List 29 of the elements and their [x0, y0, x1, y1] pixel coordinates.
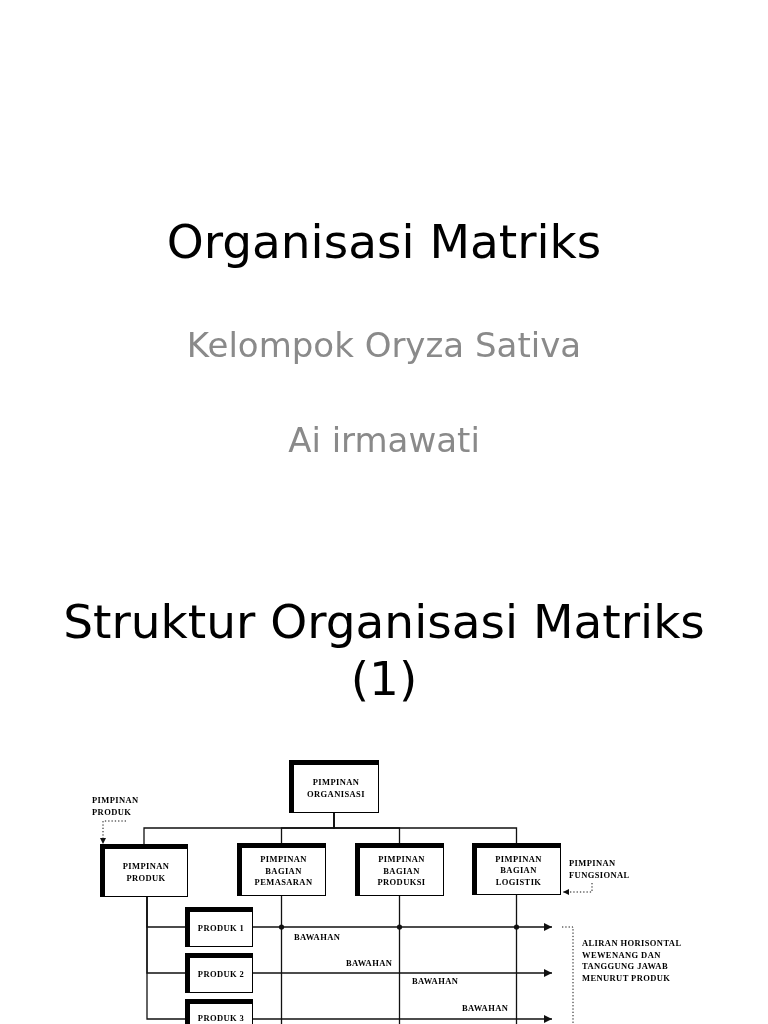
slide-title: Organisasi Matriks: [166, 213, 602, 270]
author-name: Ai irmawati: [288, 420, 480, 461]
arrow: [252, 969, 553, 977]
subtitle: Kelompok Oryza Sativa: [186, 325, 582, 366]
annotation-label: PIMPINAN FUNGSIONAL: [569, 858, 633, 881]
annotation-label: PIMPINAN PRODUK: [92, 795, 144, 818]
line-label: BAWAHAN: [346, 958, 393, 970]
connector-line: [515, 894, 518, 1024]
position-box: PRODUK 3: [185, 999, 253, 1024]
annotation-note: ALIRAN HORISONTAL WEWENANG DAN TANGGUNG JAWAB MENURUT PRODUK: [582, 938, 682, 984]
position-box: PIMPINAN BAGIAN PRODUKSI: [355, 843, 444, 896]
position-box: PIMPINAN ORGANISASI: [289, 760, 379, 813]
position-box: PRODUK 1: [185, 907, 253, 947]
arrow: [252, 923, 553, 931]
connector-line: [146, 896, 186, 1020]
position-box: PIMPINAN PRODUK: [100, 844, 188, 897]
line-label: BAWAHAN: [294, 932, 341, 944]
line-label: BAWAHAN: [412, 976, 459, 988]
leader-arrow: [100, 820, 127, 845]
arrow: [252, 1015, 553, 1023]
position-box: PIMPINAN BAGIAN LOGISTIK: [472, 843, 561, 895]
leader-arrow: [562, 882, 593, 895]
position-box: PIMPINAN BAGIAN PEMASARAN: [237, 843, 326, 896]
connector-line: [333, 812, 518, 844]
connector-line: [280, 895, 283, 1024]
connector-line: [398, 895, 401, 1024]
section-heading: Struktur Organisasi Matriks (1): [62, 593, 706, 707]
line-label: BAWAHAN: [462, 1003, 509, 1015]
position-box: PRODUK 2: [185, 953, 253, 993]
